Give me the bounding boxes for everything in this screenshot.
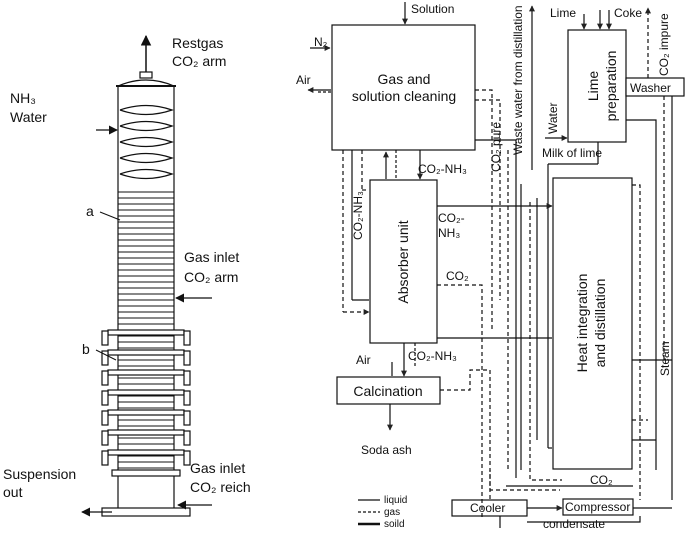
column-flange-bolt (101, 330, 109, 346)
air-top-label: Air (296, 73, 311, 87)
column-separator-plate (119, 120, 174, 132)
calcination-label: Calcination (353, 383, 422, 399)
gas-inlet-rich-1: Gas inlet (190, 460, 245, 476)
column-flange (107, 369, 185, 376)
coke-label: Coke (614, 6, 642, 20)
column-flange-bolt (101, 350, 109, 366)
suspension-label-2: out (3, 484, 23, 500)
marker-b: b (82, 341, 90, 357)
co2-nh3-right-label-1: CO₂- (438, 211, 465, 225)
waste-water-label: Waste water from distillation (511, 5, 525, 155)
column-flange-bolt (183, 330, 191, 346)
feed-label-1: NH₃ (10, 90, 36, 106)
column-flange-bolt (183, 370, 191, 386)
suspension-label-1: Suspension (3, 466, 76, 482)
column-separator-plate (119, 104, 174, 116)
co2-mid-label: CO₂ (446, 269, 469, 283)
milk-of-lime-label: Milk of lime (542, 146, 602, 160)
heat-integration-label-2: and distillation (592, 279, 608, 368)
calcination-box (336, 376, 441, 405)
gas-inlet-lean-2: CO₂ arm (184, 269, 238, 285)
top-gas-label-2: CO₂ arm (172, 53, 226, 69)
co2-impure-label: CO₂ impure (657, 13, 671, 76)
n2-label: N₂ (314, 35, 328, 49)
compressor-box (562, 498, 634, 516)
gas-cleaning-label-1: Gas and (378, 71, 431, 87)
air-bottom-label: Air (356, 353, 371, 367)
washer-label: Washer (630, 81, 671, 95)
absorber-box (369, 179, 438, 344)
column-flange-bolt (183, 390, 191, 406)
solution-label: Solution (411, 2, 454, 16)
co2-pure-label: CO₂ pure (489, 122, 503, 172)
marker-a: a (86, 203, 94, 219)
water-label: Water (546, 102, 560, 134)
column-flange-bolt (183, 450, 191, 466)
gas-inlet-rich-2: CO₂ reich (190, 479, 251, 495)
condensate-label: condensate (543, 517, 605, 531)
legend-gas: gas (384, 507, 400, 518)
column-flange-bolt (183, 430, 191, 446)
co2-nh3-right-label-2: NH₃ (438, 226, 460, 240)
lime-prep-label-1: Lime (585, 71, 601, 102)
legend-liquid: liquid (384, 495, 407, 506)
gas-cleaning-box (331, 24, 476, 151)
co2-nh3-top-label: CO₂-NH₃ (418, 162, 467, 176)
column-flange (107, 409, 185, 416)
lime-prep-label-2: preparation (603, 51, 619, 122)
lime-preparation-box (567, 29, 627, 143)
column-flange-bolt (101, 390, 109, 406)
column-flange (107, 329, 185, 336)
column-separator-plate (119, 152, 174, 164)
absorption-column (81, 34, 212, 517)
steam-label: Steam (658, 341, 672, 376)
gas-inlet-lean-1: Gas inlet (184, 249, 239, 265)
column-flange (107, 429, 185, 436)
washer-box (625, 77, 685, 97)
top-gas-label-1: Restgas (172, 35, 223, 51)
heat-integration-label-1: Heat integration (574, 274, 590, 373)
column-flange-bolt (101, 410, 109, 426)
column-flange (107, 389, 185, 396)
absorber-label: Absorber unit (395, 220, 411, 303)
column-flange-bolt (101, 430, 109, 446)
column-separator-plate (119, 136, 174, 148)
co2-nh3-bottom-label: CO₂-NH₃ (408, 349, 457, 363)
lime-label: Lime (550, 6, 576, 20)
column-flange-bolt (183, 410, 191, 426)
soda-ash-label: Soda ash (361, 443, 412, 457)
co2-nh3-left-label: CO₂-NH₃ (351, 191, 365, 240)
column-flange-bolt (183, 350, 191, 366)
flowsheet (307, 2, 685, 528)
cooler-label: Cooler (470, 501, 505, 515)
column-flange (107, 349, 185, 356)
column-flange (107, 449, 185, 456)
feed-label-2: Water (10, 109, 47, 125)
column-flange-bolt (101, 370, 109, 386)
column-flange-bolt (101, 450, 109, 466)
gas-cleaning-label-2: solution cleaning (352, 88, 456, 104)
co2-bottom-label: CO₂ (590, 473, 613, 487)
legend-solid: soild (384, 519, 405, 530)
column-separator-plate (119, 168, 174, 180)
compressor-label: Compressor (565, 500, 630, 514)
heat-integration-box (552, 177, 633, 470)
